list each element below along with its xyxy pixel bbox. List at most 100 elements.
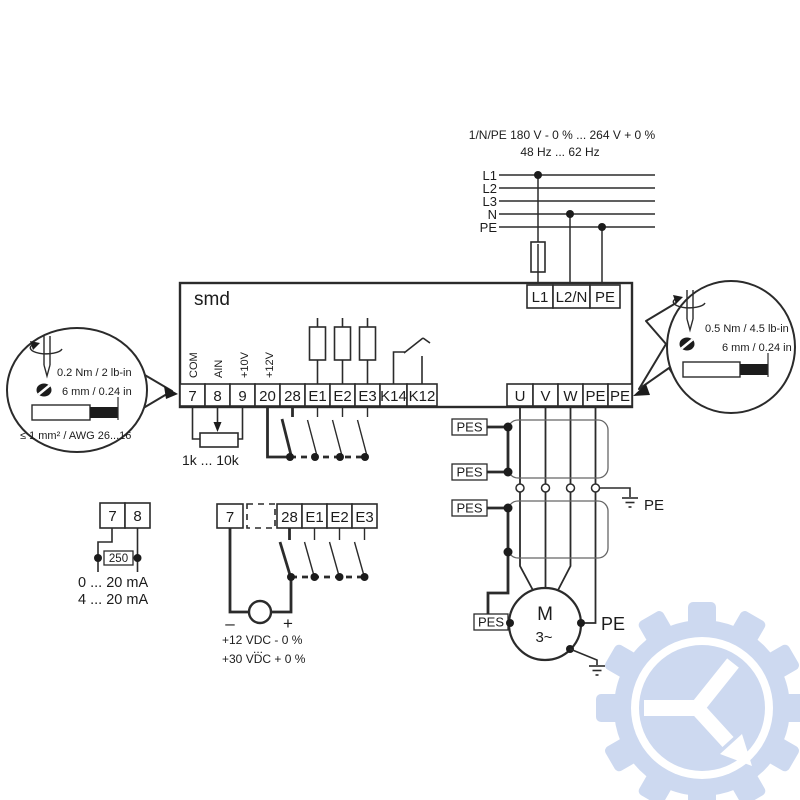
svg-text:E2: E2 <box>333 388 351 405</box>
digital-input-switches <box>266 406 369 461</box>
svg-text:PES: PES <box>456 501 482 516</box>
motor-circuit: PES PES PES PES PE M 3~ PE <box>451 406 664 676</box>
current-signal-detail: 7 8 250 0 ... 20 mA 4 ... 20 mA <box>78 502 151 608</box>
svg-text:L2/N: L2/N <box>556 289 588 306</box>
watermark-k-arrow-icon <box>644 658 752 766</box>
dc-source-symbol <box>247 599 273 625</box>
right-strip-length: 6 mm / 0.24 in <box>722 342 792 354</box>
svg-text:K14: K14 <box>380 388 407 405</box>
shield-bonding-wires <box>486 425 510 614</box>
svg-text:28: 28 <box>281 509 298 526</box>
mains-supply <box>499 171 655 285</box>
svg-text:9: 9 <box>238 388 246 405</box>
watermark-gear-icon <box>596 602 800 800</box>
ext-voltage-dots: ... <box>253 642 263 656</box>
relay-contact-symbol <box>392 337 431 384</box>
junction-dots <box>94 554 142 562</box>
svg-text:E1: E1 <box>308 388 326 405</box>
motor-earth-symbol <box>569 648 605 676</box>
svg-text:E2: E2 <box>330 509 348 526</box>
screwdriver-icon <box>29 336 63 379</box>
svg-text:+10V: +10V <box>239 351 251 378</box>
right-torque-callout: 0.5 Nm / 4.5 lb-in 6 mm / 0.24 in <box>633 280 796 414</box>
motor-phase-label: 3~ <box>535 629 552 646</box>
svg-text:28: 28 <box>284 388 301 405</box>
svg-text:PE: PE <box>585 388 605 405</box>
control-terminal-labels: 7 8 9 20 28 E1 E2 E3 K14 K12 <box>188 388 435 405</box>
left-wire-gauge: ≤ 1 mm² / AWG 26...16 <box>20 430 131 442</box>
svg-text:7: 7 <box>188 388 196 405</box>
screwdriver-icon <box>672 290 706 333</box>
junction-dots <box>534 171 606 231</box>
motor-pe-label: PE <box>601 614 625 634</box>
supply-rating-line2: 48 Hz ... 62 Hz <box>520 145 599 159</box>
stripped-wire-icon <box>31 397 119 421</box>
omitted-terminals-box <box>246 503 276 529</box>
svg-text:L2: L2 <box>483 181 497 196</box>
right-torque-value: 0.5 Nm / 4.5 lb-in <box>705 323 789 335</box>
motor-type-label: M <box>537 604 553 625</box>
input-terminal-strip <box>526 284 621 309</box>
potentiometer-range: 1k ... 10k <box>182 452 240 468</box>
svg-text:V: V <box>540 388 550 405</box>
svg-text:K12: K12 <box>409 388 436 405</box>
current-range-1: 0 ... 20 mA <box>78 575 148 591</box>
svg-text:PE: PE <box>610 388 630 405</box>
svg-text:COM: COM <box>188 352 200 378</box>
current-range-2: 4 ... 20 mA <box>78 592 148 608</box>
svg-text:7: 7 <box>108 508 116 525</box>
potentiometer-detail <box>191 406 244 448</box>
svg-text:U: U <box>515 388 526 405</box>
junction-dots <box>287 573 369 581</box>
control-signal-labels: COM AIN +10V +12V <box>188 351 276 378</box>
svg-text:8: 8 <box>133 508 141 525</box>
ext-voltage-line2: +30 VDC + 0 % <box>222 652 306 666</box>
supply-rating-line1: 1/N/PE 180 V - 0 % ... 264 V + 0 % <box>469 128 656 142</box>
callout-arrow <box>633 384 650 396</box>
pe-earth-branch <box>599 487 638 508</box>
junction-dots <box>286 453 369 461</box>
svg-text:PE: PE <box>480 220 498 235</box>
svg-text:E1: E1 <box>305 509 323 526</box>
svg-text:L1: L1 <box>483 168 497 183</box>
polarity-minus: – <box>225 614 235 633</box>
svg-text:PES: PES <box>456 420 482 435</box>
screw-head-icon <box>679 337 695 351</box>
pes-boxes <box>451 418 509 631</box>
potentiometer-symbol <box>199 432 239 448</box>
resistor-250-symbol <box>103 550 134 566</box>
pe-earth-label: PE <box>644 497 664 514</box>
svg-text:E3: E3 <box>358 388 376 405</box>
svg-text:L1: L1 <box>532 289 549 306</box>
svg-text:AIN: AIN <box>213 360 225 378</box>
svg-text:W: W <box>563 388 578 405</box>
svg-text:+12V: +12V <box>264 351 276 378</box>
shield-junction-dots <box>503 422 513 557</box>
drive-box: smd L1 L2/N PE 7 8 9 20 28 E1 E2 <box>178 281 634 409</box>
left-strip-length: 6 mm / 0.24 in <box>62 386 132 398</box>
left-torque-callout: 0.2 Nm / 2 lb-in 6 mm / 0.24 in ≤ 1 mm² … <box>6 327 178 453</box>
svg-text:PES: PES <box>478 615 504 630</box>
svg-text:PES: PES <box>456 465 482 480</box>
svg-text:20: 20 <box>259 388 276 405</box>
svg-text:7: 7 <box>226 509 234 526</box>
callout-arrow <box>164 386 178 399</box>
input-terminal-labels: L1 L2/N PE <box>532 289 615 306</box>
digital-input-resistors <box>308 318 377 384</box>
svg-text:L3: L3 <box>483 194 497 209</box>
left-torque-value: 0.2 Nm / 2 lb-in <box>57 367 132 379</box>
mains-line-labels: L1 L2 L3 N PE <box>480 168 498 235</box>
cable-connector-points <box>515 483 601 493</box>
polarity-plus: + <box>283 614 293 633</box>
wiper-arrow <box>213 422 222 432</box>
external-supply-detail: 7 28 E1 E2 E3 – + +12 VDC - 0 % ... <box>216 503 378 666</box>
resistor-value: 250 <box>109 553 128 565</box>
screw-head-icon <box>36 383 52 397</box>
svg-text:8: 8 <box>213 388 221 405</box>
ext-voltage-line1: +12 VDC - 0 % <box>222 633 303 647</box>
pes-labels: PES PES PES PES <box>456 420 504 630</box>
output-terminal-labels: U V W PE PE <box>515 388 630 405</box>
control-terminal-strip <box>179 383 438 407</box>
stripped-wire-icon <box>682 353 769 378</box>
